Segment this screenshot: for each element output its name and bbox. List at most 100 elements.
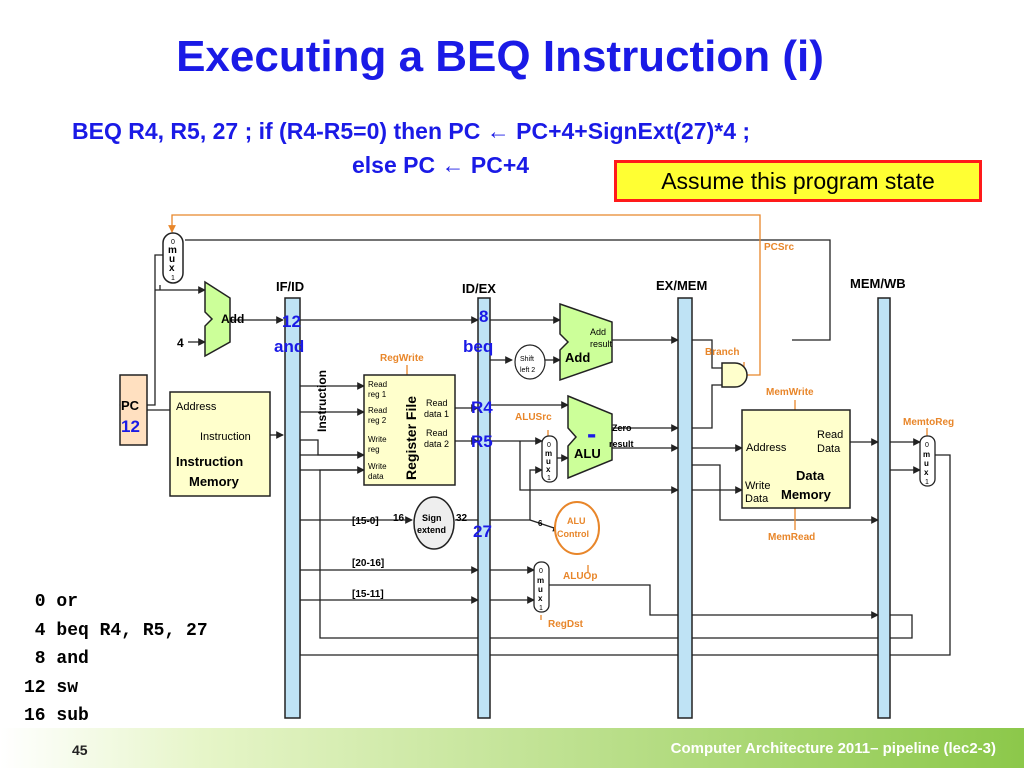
svg-text:Data: Data (796, 468, 825, 483)
course-footer: Computer Architecture 2011– pipeline (le… (670, 740, 996, 757)
memwb-register (877, 297, 891, 719)
control-signal-labels: PCSrc RegWrite Branch MemWrite ALUSrc Me… (380, 242, 954, 630)
alu: ALU - Zero result (567, 394, 634, 480)
svg-text:extend: extend (417, 525, 446, 535)
svg-text:m: m (537, 576, 544, 585)
branch-adder: Add Add result (559, 302, 613, 382)
svg-text:data 1: data 1 (424, 409, 449, 419)
svg-text:16: 16 (393, 513, 405, 524)
svg-text:Address: Address (746, 442, 787, 454)
branch-and-gate (721, 362, 748, 388)
memwb-label: MEM/WB (850, 276, 906, 291)
page-number: 45 (72, 742, 88, 758)
svg-text:Address: Address (176, 401, 217, 413)
ifid-instr-value: and (274, 337, 304, 356)
read-data-1-value: R4 (471, 398, 493, 417)
beq-semantics-line-2: else PC ← PC+4 (352, 152, 530, 178)
svg-text:Add: Add (590, 327, 606, 337)
svg-text:Zero: Zero (612, 423, 632, 433)
svg-text:Sign: Sign (422, 513, 442, 523)
svg-text:Read: Read (426, 428, 448, 438)
svg-text:Data: Data (745, 493, 769, 505)
svg-text:x: x (538, 594, 543, 603)
register-file-title: Register File (403, 396, 419, 480)
svg-text:Shift: Shift (520, 356, 534, 363)
svg-text:m: m (168, 245, 177, 256)
svg-text:u: u (546, 457, 551, 466)
field-15-11: [15-11] (352, 589, 384, 600)
pc-source-mux: 0 m u x 1 (162, 232, 184, 284)
svg-text:Read: Read (368, 406, 387, 415)
slide-title: Executing a BEQ Instruction (i) (176, 32, 824, 81)
alu-operation: - (587, 418, 596, 449)
regdst-label: RegDst (548, 619, 584, 630)
svg-text:0: 0 (925, 442, 929, 449)
svg-text:1: 1 (539, 605, 543, 612)
svg-text:u: u (538, 585, 543, 594)
svg-text:Add: Add (565, 350, 590, 365)
sign-extend-unit: Sign extend [15-0] 16 32 (352, 496, 468, 550)
instruction-memory: Address Instruction Instruction Memory (169, 391, 271, 497)
svg-text:Memory: Memory (781, 487, 832, 502)
idex-label: ID/EX (462, 281, 496, 296)
program-line: 16 sub (24, 706, 89, 726)
svg-text:m: m (923, 450, 930, 459)
svg-text:Memory: Memory (189, 474, 240, 489)
program-counter: PC 12 (119, 374, 148, 446)
pc-value: 12 (121, 417, 140, 436)
svg-text:x: x (169, 263, 175, 274)
ifid-label: IF/ID (276, 279, 304, 294)
svg-text:reg 1: reg 1 (368, 390, 387, 399)
svg-text:result: result (609, 439, 634, 449)
ifid-register (284, 297, 301, 719)
program-listing: 0 or 4 beq R4, R5, 27 8 and 12 sw 16 sub (24, 592, 208, 735)
svg-text:1: 1 (547, 475, 551, 482)
sign-extended-value: 27 (473, 522, 492, 541)
svg-text:Read: Read (817, 429, 843, 441)
program-line: 4 beq R4, R5, 27 (24, 620, 208, 641)
svg-text:u: u (169, 254, 175, 265)
svg-text:data: data (368, 472, 384, 481)
constant-four: 4 (177, 336, 184, 350)
branch-label: Branch (705, 347, 739, 358)
regwrite-label: RegWrite (380, 353, 424, 364)
memtoreg-mux: 0 m u x 1 (919, 435, 936, 487)
svg-text:result: result (590, 339, 613, 349)
svg-text:Data: Data (817, 443, 841, 455)
pipeline-registers: IF/ID ID/EX EX/MEM MEM/WB (276, 276, 906, 719)
regdst-mux: 0 m u x 1 (533, 561, 550, 613)
svg-text:6: 6 (538, 519, 543, 528)
data-memory: Address Read Data Write Data Data Memory (741, 409, 851, 509)
alu-control: ALU Control 6 (538, 501, 600, 555)
idex-pc-value: 8 (479, 307, 488, 326)
svg-text:32: 32 (456, 513, 468, 524)
svg-text:data 2: data 2 (424, 439, 449, 449)
svg-text:Read: Read (426, 398, 448, 408)
svg-text:[15-0]: [15-0] (352, 516, 379, 527)
memwrite-label: MemWrite (766, 387, 814, 398)
beq-semantics-line-1: BEQ R4, R5, 27 ; if (R4-R5=0) then PC ← … (72, 118, 751, 144)
svg-text:Read: Read (368, 380, 387, 389)
svg-text:ALU: ALU (567, 516, 586, 526)
pc-adder: Add 4 (177, 280, 244, 358)
svg-text:Add: Add (221, 312, 244, 326)
alusrc-label: ALUSrc (515, 412, 552, 423)
idex-instr-value: beq (463, 337, 493, 356)
aluop-label: ALUOp (563, 571, 597, 582)
read-data-2-value: R5 (471, 432, 493, 451)
program-line: 8 and (24, 649, 89, 669)
svg-text:Write: Write (368, 435, 387, 444)
pcsrc-label: PCSrc (764, 242, 794, 253)
memread-label: MemRead (768, 532, 815, 543)
svg-text:left 2: left 2 (520, 367, 535, 374)
field-20-16: [20-16] (352, 558, 384, 569)
svg-text:x: x (546, 465, 551, 474)
program-state-callout: Assume this program state (614, 160, 982, 202)
svg-text:PC: PC (121, 398, 140, 413)
datapath-wires (119, 239, 951, 656)
svg-text:u: u (924, 459, 929, 468)
svg-text:x: x (924, 468, 929, 477)
register-file: Register File Read reg 1 Read reg 2 Writ… (363, 374, 456, 486)
svg-text:m: m (545, 449, 552, 458)
